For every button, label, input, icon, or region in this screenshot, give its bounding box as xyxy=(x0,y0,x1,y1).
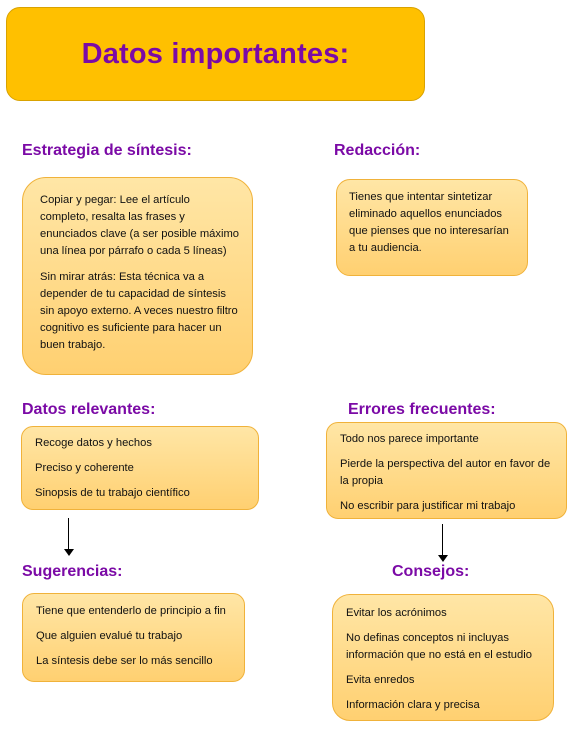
list-item: Pierde la perspectiva del autor en favor… xyxy=(340,458,551,487)
card-consejos: Evitar los acrónimos No definas concepto… xyxy=(332,594,554,721)
heading-estrategia: Estrategia de síntesis: xyxy=(22,142,192,159)
heading-sugerencias: Sugerencias: xyxy=(22,563,123,580)
list-item: Tiene que entenderlo de principio a fin xyxy=(36,605,226,617)
list-item: No escribir para justificar mi trabajo xyxy=(340,500,516,512)
list-item: La síntesis debe ser lo más sencillo xyxy=(36,655,213,667)
heading-consejos: Consejos: xyxy=(392,563,470,580)
title-box: Datos importantes: xyxy=(6,7,425,101)
arrow-down-right xyxy=(438,524,448,562)
page-title: Datos importantes: xyxy=(81,37,350,70)
estrategia-paragraph: Copiar y pegar: Lee el artículo completo… xyxy=(40,194,239,257)
card-redaccion: Tienes que intentar sintetizar eliminado… xyxy=(336,179,528,276)
list-item: Que alguien evalué tu trabajo xyxy=(36,630,183,642)
list-item: Evita enredos xyxy=(346,674,415,686)
card-estrategia: Copiar y pegar: Lee el artículo completo… xyxy=(22,177,253,375)
redaccion-paragraph: Tienes que intentar sintetizar eliminado… xyxy=(349,191,509,254)
heading-redaccion: Redacción: xyxy=(334,142,421,159)
card-errores: Todo nos parece importante Pierde la per… xyxy=(326,422,567,519)
list-item: Recoge datos y hechos xyxy=(35,437,152,449)
heading-datos-relevantes: Datos relevantes: xyxy=(22,401,156,418)
estrategia-paragraph: Sin mirar atrás: Esta técnica va a depen… xyxy=(40,271,238,351)
heading-errores: Errores frecuentes: xyxy=(348,401,496,418)
card-datos-relevantes: Recoge datos y hechos Preciso y coherent… xyxy=(21,426,259,510)
list-item: Sinopsis de tu trabajo científico xyxy=(35,487,190,499)
card-sugerencias: Tiene que entenderlo de principio a fin … xyxy=(22,593,245,682)
list-item: No definas conceptos ni incluyas informa… xyxy=(346,632,532,661)
arrow-down-left xyxy=(64,518,74,556)
list-item: Información clara y precisa xyxy=(346,699,480,711)
list-item: Todo nos parece importante xyxy=(340,433,479,445)
list-item: Preciso y coherente xyxy=(35,462,134,474)
list-item: Evitar los acrónimos xyxy=(346,607,447,619)
